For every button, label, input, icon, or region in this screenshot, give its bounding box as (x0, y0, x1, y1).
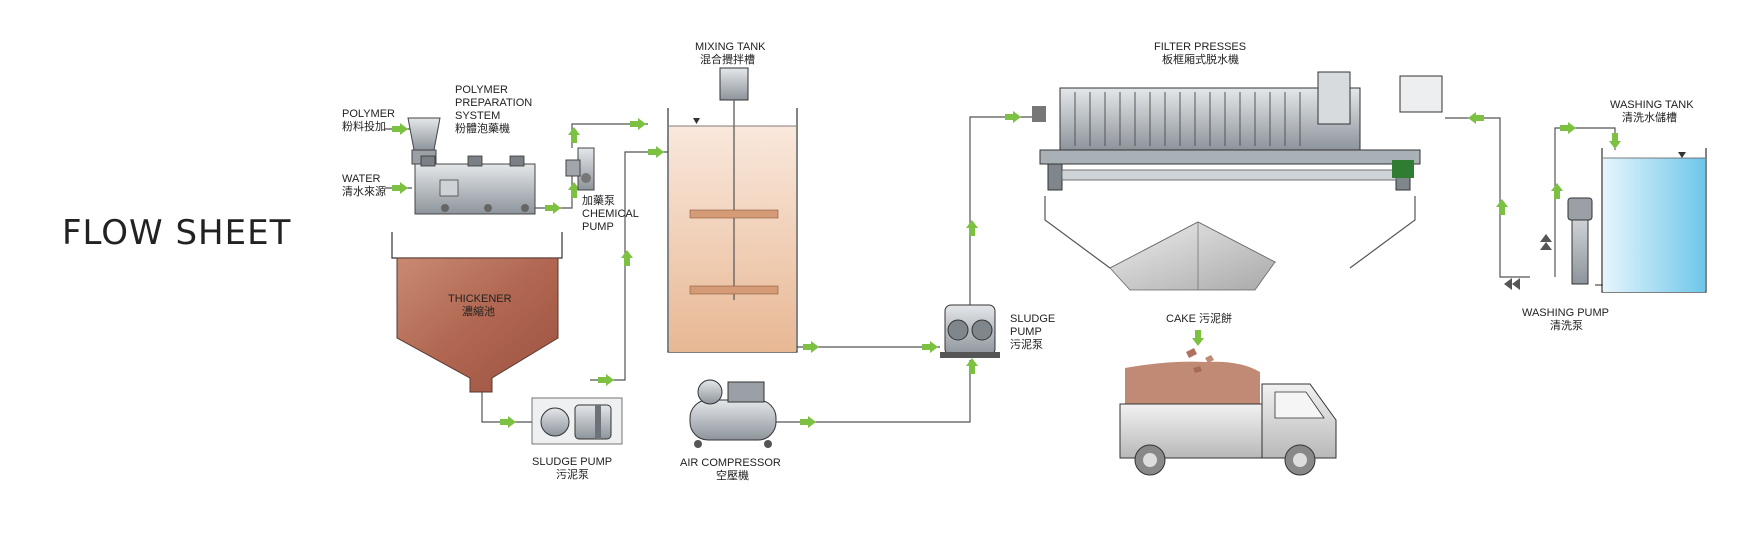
label-sludge-pump-2-1: SLUDGE (1010, 313, 1055, 325)
arrow-right-icon (648, 146, 664, 158)
label-polymer-system-3: SYSTEM (455, 110, 500, 122)
label-water-zh: 清水來源 (342, 184, 386, 198)
label-sludge-pump-1-zh: 污泥泵 (556, 468, 589, 481)
arrow-up-icon (966, 358, 978, 374)
truck (1119, 348, 1337, 476)
label-sludge-pump-1-en: SLUDGE PUMP (532, 456, 612, 468)
label-filter-presses-en: FILTER PRESSES (1154, 41, 1246, 53)
label-water-en: WATER (342, 173, 381, 185)
flow-arrows (392, 111, 1621, 428)
label-polymer-system-zh: 粉體泡藥機 (455, 121, 510, 135)
sludge-pump-1 (531, 397, 623, 445)
arrow-right-icon (545, 202, 561, 214)
label-mixing-tank-en: MIXING TANK (695, 41, 766, 53)
label-mixing-tank-zh: 混合攪拌槽 (700, 52, 755, 66)
arrow-right-icon (500, 416, 516, 428)
label-chemical-pump-zh: 加藥泵 (582, 194, 615, 207)
arrow-up-icon (568, 127, 580, 143)
arrow-right-icon (392, 123, 408, 135)
polymer-preparation-system (407, 117, 536, 215)
arrow-right-icon (922, 341, 938, 353)
arrow-up-icon (966, 220, 978, 236)
label-polymer-system-1: POLYMER (455, 84, 508, 96)
arrow-left-icon (1468, 112, 1484, 124)
arrow-right-icon (392, 182, 408, 194)
filter-press (1032, 71, 1443, 291)
label-filter-presses-zh: 板框厢式脱水機 (1162, 52, 1239, 66)
label-sludge-pump-2-zh: 污泥泵 (1010, 338, 1043, 351)
label-chemical-pump-2: PUMP (582, 221, 614, 233)
arrow-right-icon (1005, 111, 1021, 123)
mixing-tank (667, 67, 798, 353)
arrow-up-icon (1551, 183, 1563, 199)
label-washing-tank-zh: 清洗水儲槽 (1622, 111, 1677, 124)
label-washing-tank-en: WASHING TANK (1610, 99, 1694, 111)
label-washing-pump-zh: 清洗泵 (1550, 319, 1583, 332)
label-air-compressor-en: AIR COMPRESSOR (680, 457, 781, 469)
label-chemical-pump-1: CHEMICAL (582, 208, 639, 220)
label-air-compressor-zh: 空壓機 (716, 468, 749, 482)
washing-pump (1504, 197, 1593, 290)
label-polymer-en: POLYMER (342, 108, 395, 120)
label-thickener-zh: 濃縮池 (462, 304, 495, 318)
label-polymer-zh: 粉料投加 (342, 119, 386, 133)
label-cake: CAKE 污泥餅 (1166, 311, 1232, 325)
sludge-pump-2 (940, 304, 1000, 358)
arrow-down-icon (1609, 133, 1621, 149)
arrow-right-icon (598, 374, 614, 386)
air-compressor (689, 379, 777, 448)
washing-tank (1601, 148, 1707, 293)
label-thickener-en: THICKENER (448, 293, 512, 305)
arrow-right-icon (803, 341, 819, 353)
chemical-pump (565, 147, 595, 191)
arrow-right-icon (800, 416, 816, 428)
page-title: FLOW SHEET (62, 213, 291, 253)
arrow-down-icon (1192, 330, 1204, 346)
arrow-up-icon (1496, 199, 1508, 215)
arrow-right-icon (1560, 122, 1576, 134)
label-sludge-pump-2-2: PUMP (1010, 326, 1042, 338)
arrow-right-icon (630, 118, 646, 130)
label-washing-pump-en: WASHING PUMP (1522, 307, 1609, 319)
label-polymer-system-2: PREPARATION (455, 97, 532, 109)
thickener-tank (391, 232, 563, 393)
arrow-up-icon (621, 250, 633, 266)
